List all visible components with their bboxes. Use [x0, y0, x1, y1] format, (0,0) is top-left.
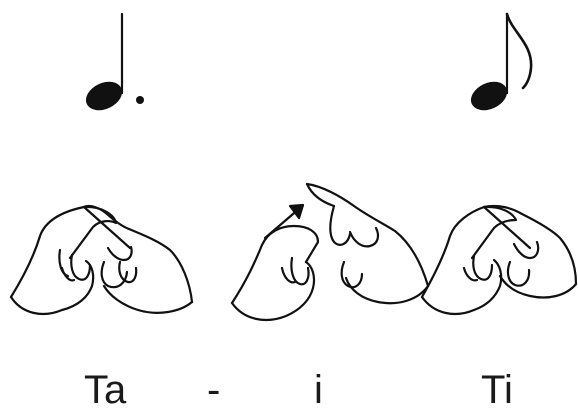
crossed-fingers-hands-icon — [422, 206, 576, 314]
crossed-fingers-hands-icon — [11, 206, 192, 314]
syllable-dash: - — [207, 370, 220, 410]
syllable-ti: Ti — [481, 370, 513, 410]
syllable-ta: Ta — [84, 370, 126, 410]
eighth-note-icon — [466, 14, 531, 116]
syllable-i: i — [314, 370, 323, 410]
dotted-quarter-note-icon — [81, 14, 144, 116]
upward-arrow-hands-icon — [232, 184, 428, 320]
